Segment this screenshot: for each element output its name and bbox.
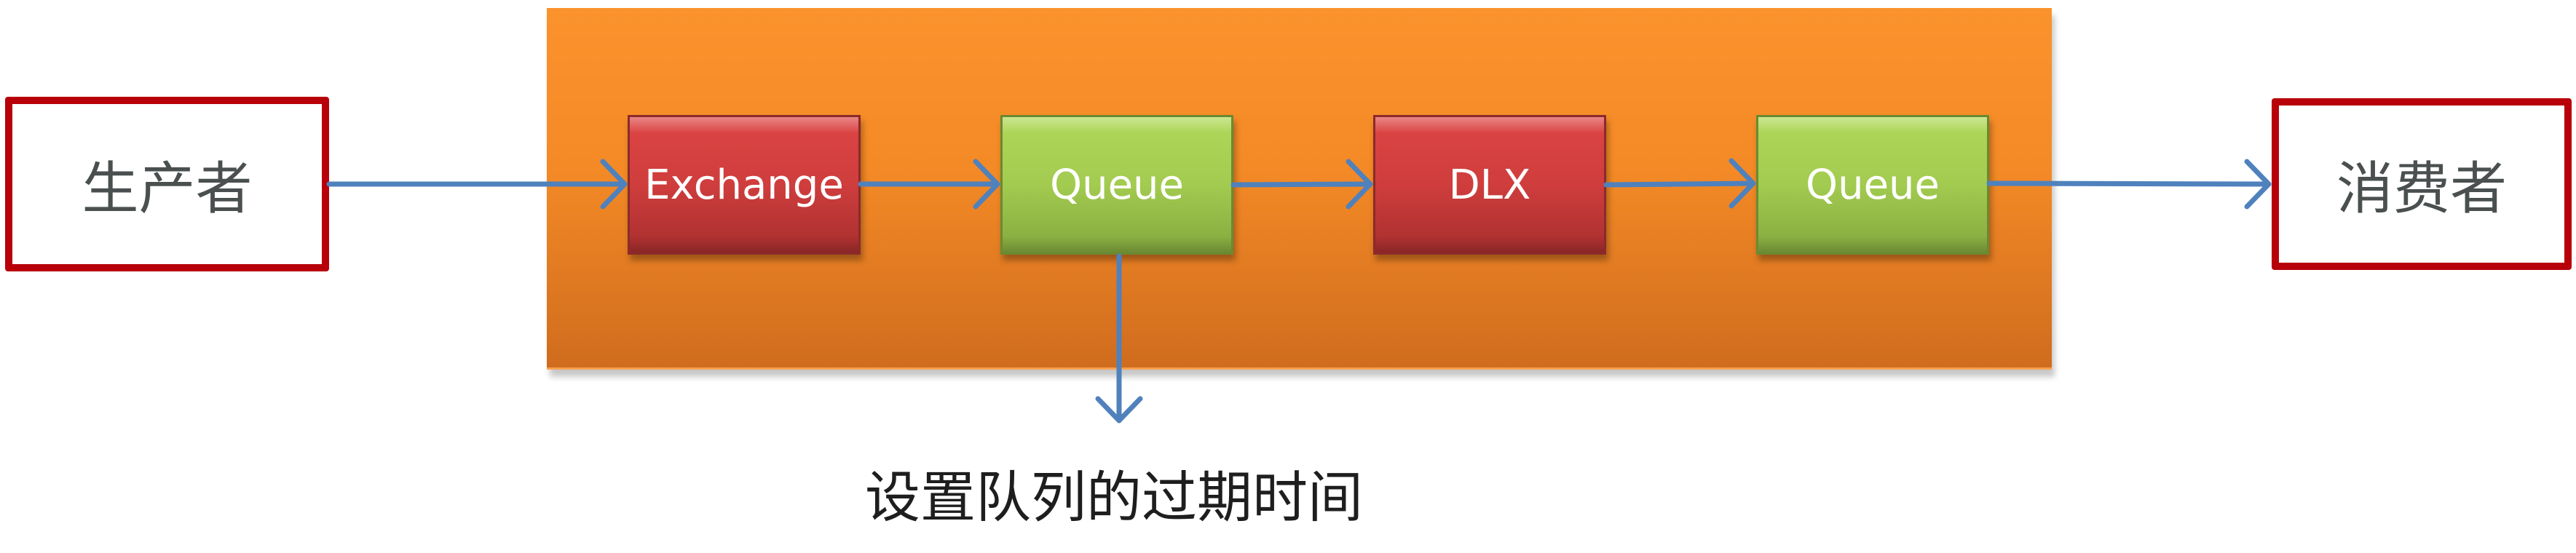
consumer-box: 消费者: [2272, 98, 2572, 270]
arrow-dlx-to-queue: [1603, 158, 1756, 209]
producer-box: 生产者: [5, 97, 329, 271]
arrow-producer-to-exchange: [326, 159, 628, 210]
exchange-label: Exchange: [644, 161, 844, 209]
dead-letter-queue-node: Queue: [1756, 115, 1989, 255]
dead-letter-queue-label: Queue: [1806, 161, 1940, 209]
ttl-caption: 设置队列的过期时间: [865, 465, 1363, 530]
arrow-queue-to-dlx: [1230, 159, 1373, 210]
arrow-queue-to-consumer: [1986, 159, 2272, 210]
arrow-queue-to-ttl-caption: [1095, 253, 1143, 423]
queue-label: Queue: [1050, 161, 1184, 209]
exchange-node: Exchange: [628, 115, 861, 255]
dlx-label: DLX: [1448, 161, 1531, 209]
queue-node: Queue: [1000, 115, 1233, 255]
dlx-node: DLX: [1373, 115, 1606, 255]
arrow-exchange-to-queue: [858, 159, 1000, 210]
consumer-label: 消费者: [2336, 156, 2507, 222]
producer-label: 生产者: [82, 156, 253, 222]
